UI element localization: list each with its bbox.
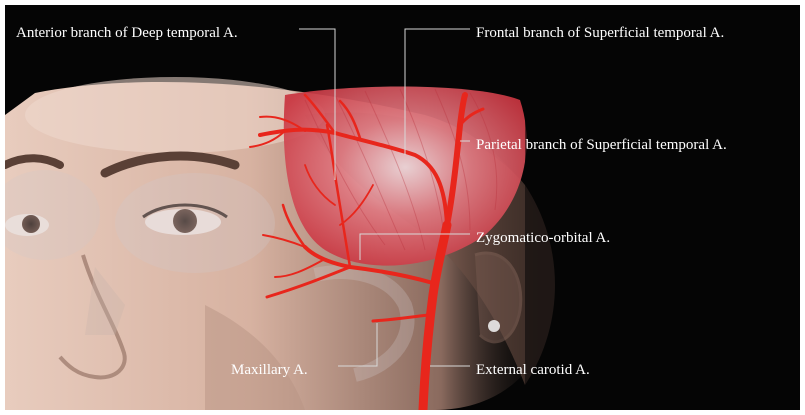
anatomy-illustration: Anterior branch of Deep temporal A. Fron…: [5, 5, 800, 410]
earring: [488, 320, 500, 332]
label-parietal-branch: Parietal branch of Superficial temporal …: [476, 136, 727, 154]
label-maxillary: Maxillary A.: [231, 361, 308, 379]
orbit-bone: [115, 173, 275, 273]
label-frontal-branch: Frontal branch of Superficial temporal A…: [476, 24, 724, 42]
face-artery-drawing: [5, 5, 800, 410]
label-zygomatico-orbital: Zygomatico-orbital A.: [476, 229, 610, 247]
label-external-carotid: External carotid A.: [476, 361, 590, 379]
forehead-highlight: [25, 77, 325, 153]
label-deep-temporal: Anterior branch of Deep temporal A.: [16, 24, 238, 42]
